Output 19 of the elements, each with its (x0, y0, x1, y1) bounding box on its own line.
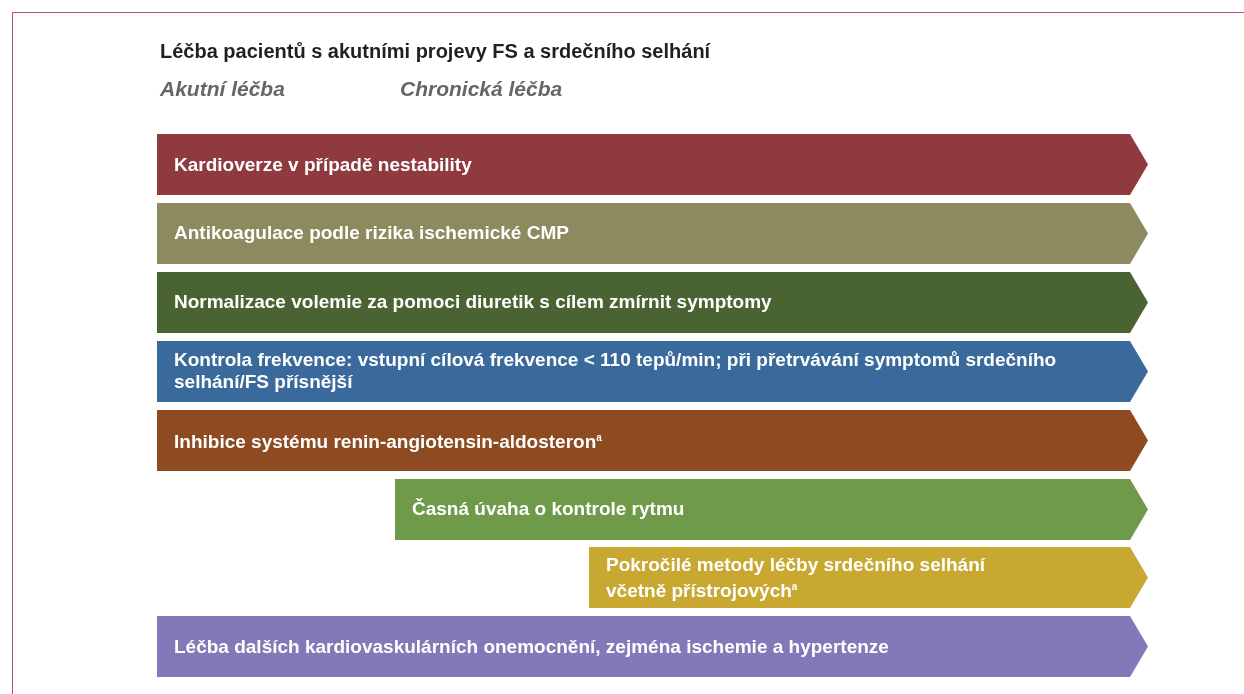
arrow-band (589, 547, 1148, 609)
diagram-title: Léčba pacientů s akutními projevy FS a srdečního selhání (160, 40, 711, 63)
band-label: Kardioverze v případě nestability (174, 153, 473, 176)
column-heading: Chronická léčba (400, 77, 563, 101)
band-label: Léčba dalších kardiovaskulárních onemocnění, zejména ischemie a hypertenze (174, 635, 890, 658)
arrow-band (157, 616, 1148, 678)
arrow-band (157, 271, 1148, 333)
arrow-band (157, 340, 1148, 402)
arrow-band (395, 478, 1148, 540)
band-label: Antikoagulace podle rizika ischemické CMP (174, 222, 570, 245)
band-label: Pokročilé metody léčby srdečního selhání včetně přístrojových$^{a}$ (606, 553, 987, 603)
arrow-band (157, 134, 1148, 195)
band-label: Kontrola frekvence: vstupní cílová frekvence < 110 tepů/min; při přetrvávání symptomů srdečního selhání/FS přísnější (174, 349, 1058, 394)
band-label: Inhibice systému renin-angiotensin-aldosteron$^{a}$ (174, 430, 603, 454)
arrow-band (157, 409, 1148, 471)
column-heading: Akutní léčba (160, 77, 285, 101)
band-label: Časná úvaha o kontrole rytmu (412, 498, 686, 520)
arrow-band (157, 202, 1148, 264)
band-label: Normalizace volemie za pomoci diuretik s cílem zmírnit symptomy (174, 291, 773, 314)
